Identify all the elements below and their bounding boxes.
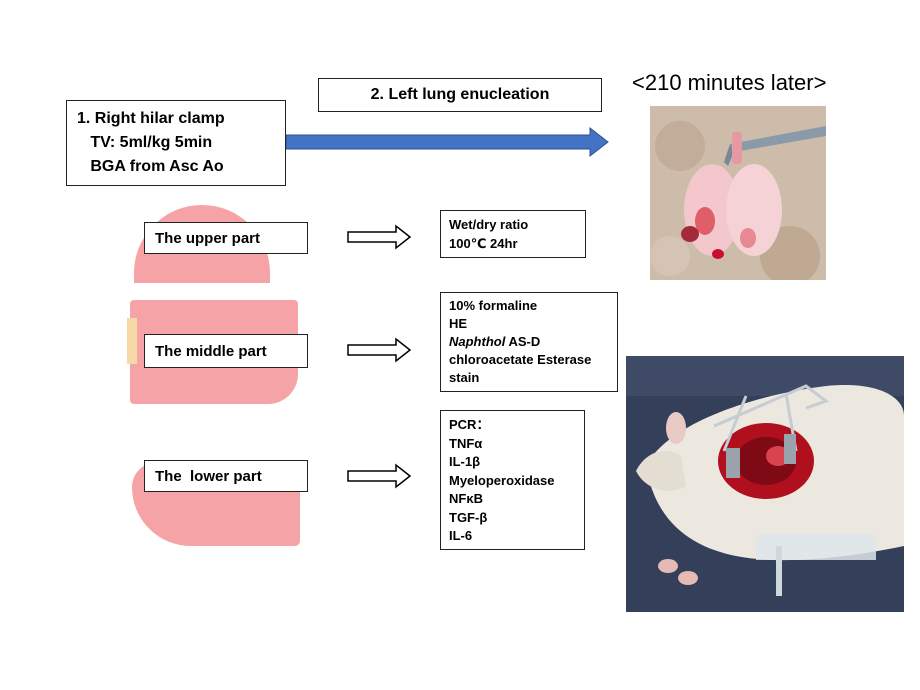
lung-hilum-mark: [127, 318, 137, 364]
middle-result-line-5: stain: [449, 370, 480, 385]
upper-result-box: Wet/dry ratio 100℃ 24hr: [440, 210, 586, 258]
time-label: <210 minutes later>: [632, 70, 827, 95]
step2-label: 2. Left lung enucleation: [370, 86, 550, 103]
middle-part-label: The middle part: [155, 343, 267, 360]
lower-part-label: The lower part: [155, 468, 262, 485]
lower-result-box: PCR： TNFα IL-1β Myeloperoxidase NFκB TGF…: [440, 410, 585, 550]
lower-result-line-2: TNFα: [449, 435, 483, 451]
step1-line-2: TV: 5ml/kg 5min: [77, 134, 213, 151]
middle-result-line-3: Naphthol AS-D: [449, 333, 609, 351]
lower-result-line-5: NFκB: [449, 491, 483, 506]
blue-arrow: [286, 126, 609, 158]
lung-photo: [650, 106, 826, 280]
step1-box: 1. Right hilar clamp TV: 5ml/kg 5min BGA…: [66, 100, 286, 186]
middle-part-label-box: The middle part: [144, 334, 308, 368]
step1-line-3: BGA from Asc Ao: [77, 158, 224, 175]
lower-result-line-4: Myeloperoxidase: [449, 472, 555, 488]
upper-part-label-box: The upper part: [144, 222, 308, 254]
rat-surgery-photo: [626, 356, 904, 612]
middle-result-box: 10% formaline HE Naphthol AS-D chloroace…: [440, 292, 618, 392]
lower-result-line-7: IL-6: [449, 528, 473, 543]
lower-result-line-1: PCR：: [449, 417, 490, 432]
naphthol-italic: Naphthol: [449, 334, 506, 349]
middle-result-line-4: chloroacetate Esterase: [449, 352, 592, 367]
upper-part-label: The upper part: [155, 230, 261, 247]
middle-result-line-2: HE: [449, 316, 468, 331]
step2-box: 2. Left lung enucleation: [318, 78, 602, 112]
middle-result-line-1: 10% formaline: [449, 298, 538, 313]
upper-result-line-2: 100℃ 24hr: [449, 236, 518, 251]
arrow-lower: [347, 463, 412, 489]
lower-part-label-box: The lower part: [144, 460, 308, 492]
step1-line-1: 1. Right hilar clamp: [77, 110, 225, 127]
arrow-middle: [347, 337, 412, 363]
naphthol-rest: AS-D: [505, 334, 541, 349]
upper-result-line-1: Wet/dry ratio: [449, 217, 529, 232]
lower-result-line-3: IL-1β: [449, 454, 481, 469]
arrow-upper: [347, 224, 412, 250]
lower-result-line-6: TGF-β: [449, 509, 488, 525]
